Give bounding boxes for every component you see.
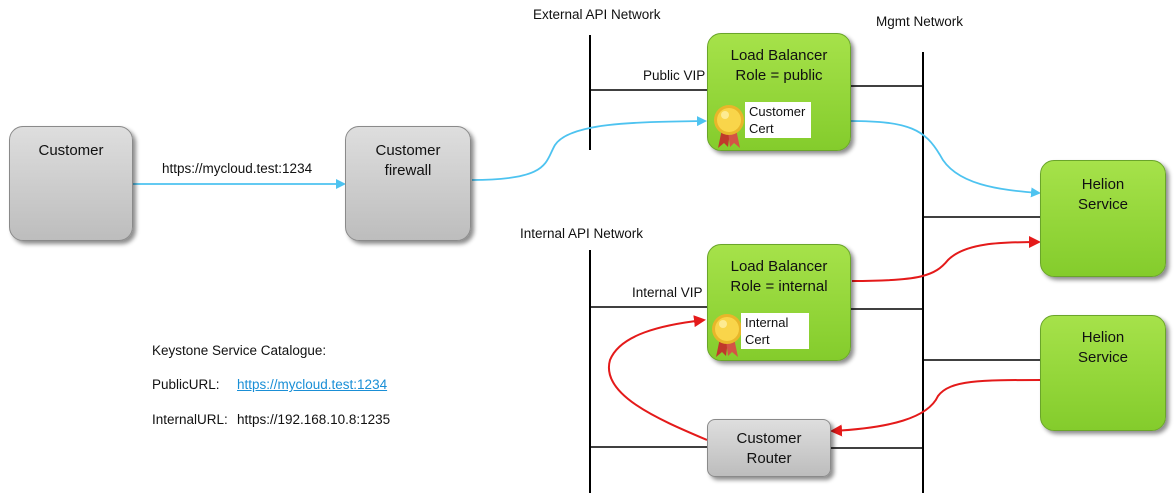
customer-node[interactable]: Customer: [9, 126, 133, 241]
customer-firewall-url-label: https://mycloud.test:1234: [162, 161, 313, 176]
lb-public-label-line2: Role = public: [735, 67, 823, 84]
internal-url-label: InternalURL:: [152, 412, 228, 427]
catalogue-title: Keystone Service Catalogue:: [152, 343, 327, 358]
lb-public-label-line1: Load Balancer: [730, 47, 828, 64]
internal-cert-line1: Internal: [745, 315, 789, 330]
external-network-label: External API Network: [533, 7, 661, 22]
helion2-to-router-arrow: [830, 379, 1042, 437]
lb-internal-label-line1: Load Balancer: [730, 258, 828, 275]
customer-cert-line1: Customer: [749, 104, 806, 119]
customer-cert-label: Customer Cert: [745, 102, 811, 138]
internal-vip-label: Internal VIP: [632, 285, 703, 300]
customer-router-label-line2: Router: [746, 450, 792, 467]
customer-cert-line2: Cert: [749, 121, 774, 136]
mgmt-network-label: Mgmt Network: [876, 14, 964, 29]
helion-service-1-label-line2: Service: [1077, 196, 1129, 213]
internal-cert-medal-icon: [712, 314, 742, 357]
internal-cert-label: Internal Cert: [741, 313, 809, 349]
lb-internal-to-helion1-arrow: [851, 236, 1041, 282]
lb-internal-label-line2: Role = internal: [730, 278, 828, 295]
helion-service-2-label-line2: Service: [1077, 349, 1129, 366]
helion-service-node-1[interactable]: Helion Service: [1040, 160, 1166, 277]
internal-network-label: Internal API Network: [520, 226, 644, 241]
customer-node-label: Customer: [38, 142, 104, 159]
customer-router-label-line1: Customer: [736, 430, 802, 447]
customer-firewall-label-line2: firewall: [384, 162, 432, 179]
customer-firewall-node[interactable]: Customer firewall: [345, 126, 471, 241]
public-url-link[interactable]: https://mycloud.test:1234: [237, 377, 388, 392]
lb-public-to-helion1-arrow: [849, 120, 1041, 198]
public-vip-label: Public VIP: [643, 68, 706, 83]
internal-url-value: https://192.168.10.8:1235: [237, 412, 391, 427]
customer-cert-medal-icon: [714, 105, 744, 148]
internal-cert-line2: Cert: [745, 332, 770, 347]
firewall-to-lb-public-arrow: [471, 116, 707, 181]
helion-service-2-label-line1: Helion: [1081, 329, 1125, 346]
customer-firewall-label-line1: Customer: [375, 142, 441, 159]
public-url-label: PublicURL:: [152, 377, 220, 392]
router-to-lb-internal-arrow: [607, 315, 708, 441]
helion-service-1-label-line1: Helion: [1081, 176, 1125, 193]
helion-service-node-2[interactable]: Helion Service: [1040, 315, 1166, 431]
customer-router-node[interactable]: Customer Router: [707, 419, 831, 477]
